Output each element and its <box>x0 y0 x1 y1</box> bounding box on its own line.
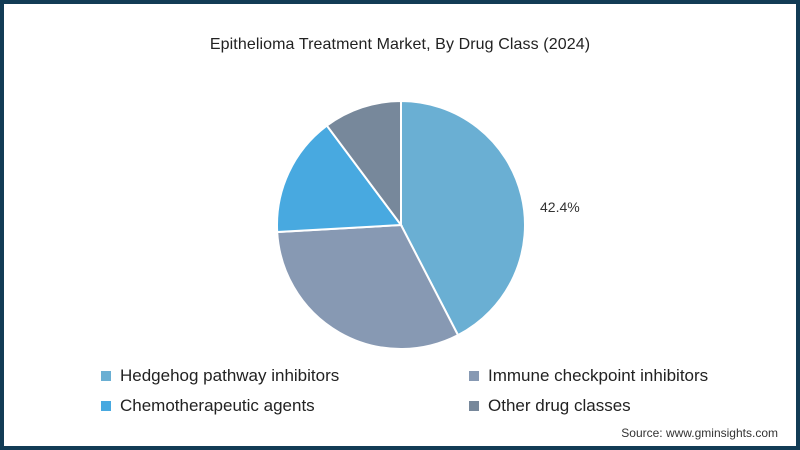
legend-swatch-icon <box>101 401 111 411</box>
chart-title: Epithelioma Treatment Market, By Drug Cl… <box>209 36 591 53</box>
data-label-hedgehog: 42.4% <box>540 199 580 215</box>
legend-swatch-icon <box>469 401 479 411</box>
legend-item-other: Other drug classes <box>469 396 631 416</box>
legend-label: Immune checkpoint inhibitors <box>488 366 709 385</box>
legend-label: Hedgehog pathway inhibitors <box>120 366 340 385</box>
legend-label: Chemotherapeutic agents <box>120 396 315 415</box>
legend-item-chemotherapeutic: Chemotherapeutic agents <box>101 396 315 416</box>
pie-slice-chemotherapeutic-agents <box>276 124 403 234</box>
pie-slice-other-drug-classes <box>325 99 402 229</box>
pie-slice-immune-checkpoint-inhibitors <box>276 223 460 350</box>
legend-swatch-icon <box>101 371 111 381</box>
legend-label: Other drug classes <box>488 396 631 415</box>
pie-slice-hedgehog-pathway-inhibitors <box>400 99 526 337</box>
legend-swatch-icon <box>469 371 479 381</box>
legend-item-immune-checkpoint: Immune checkpoint inhibitors <box>469 366 708 386</box>
legend-item-hedgehog: Hedgehog pathway inhibitors <box>101 366 339 386</box>
source-note: Source: www.gminsights.com <box>621 426 778 440</box>
